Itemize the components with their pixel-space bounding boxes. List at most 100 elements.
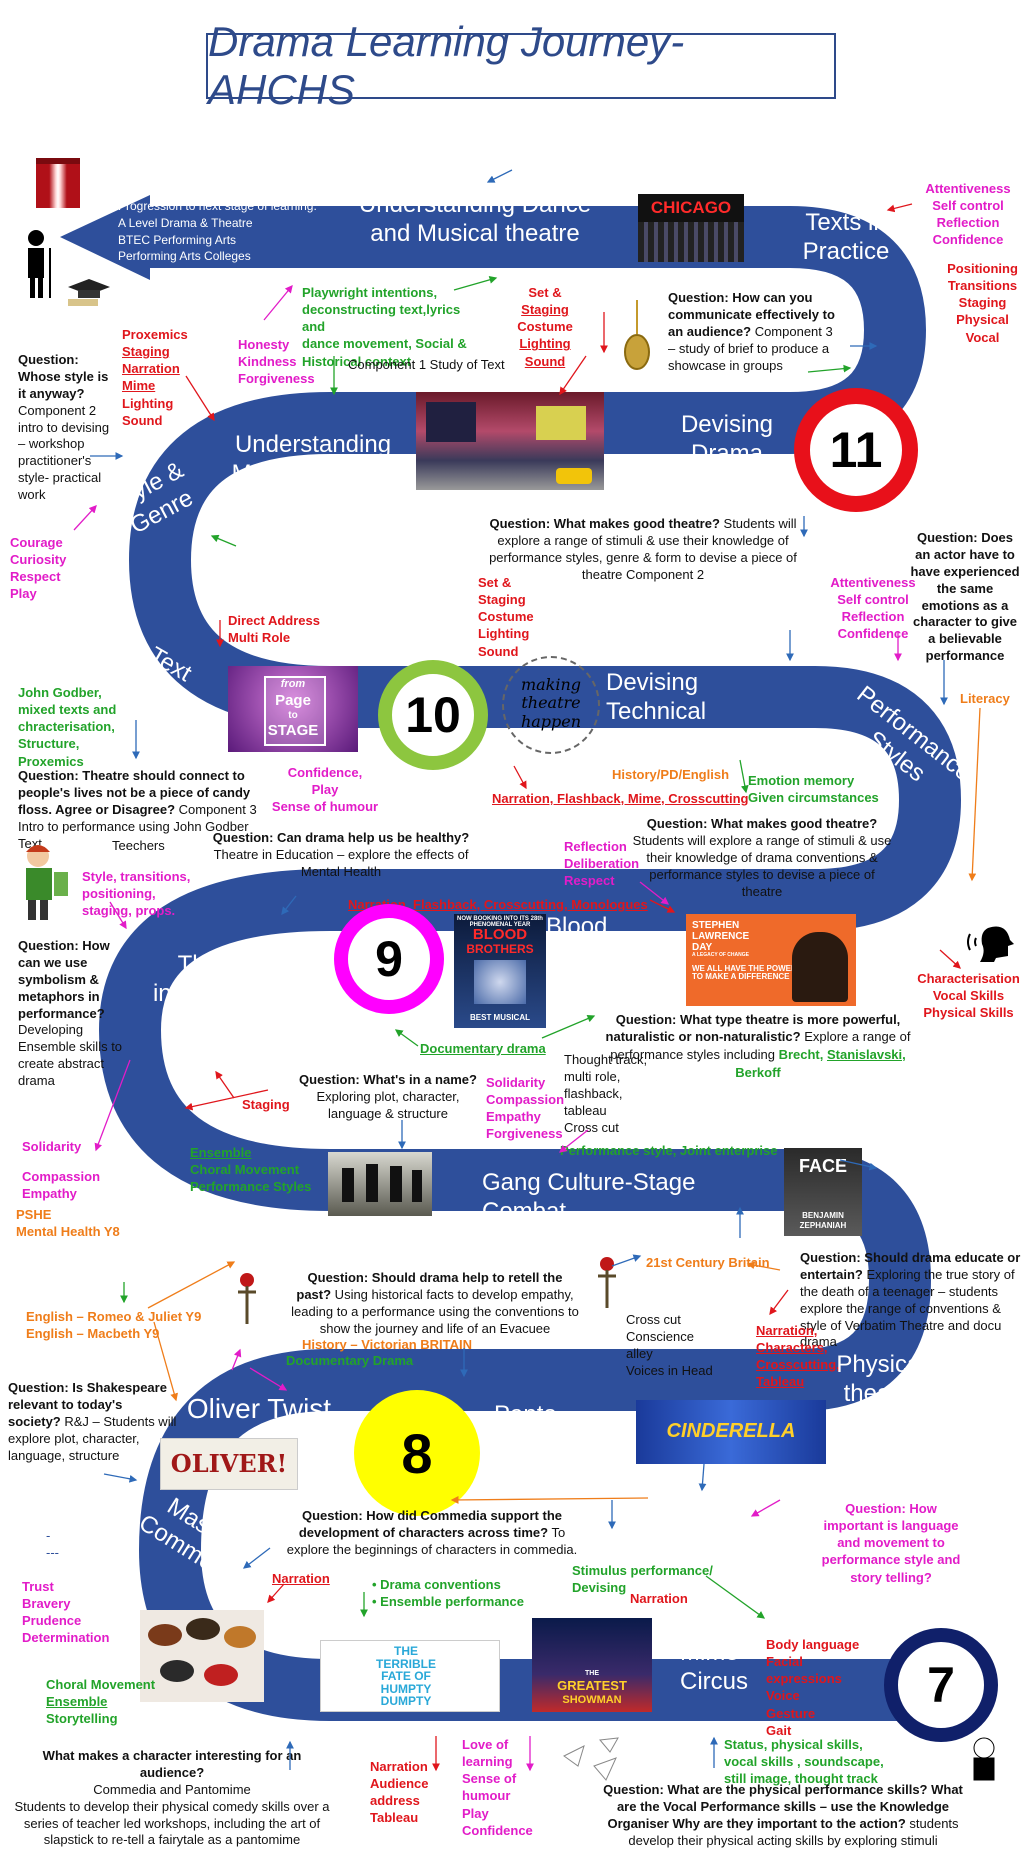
stage-oliver-twist: Oliver Twist <box>186 1393 332 1424</box>
question-interesting-character: What makes a character interesting for a… <box>14 1748 330 1848</box>
question-shakespeare: Question: Is Shakespeare relevant to tod… <box>8 1380 177 1463</box>
text-history-pd: History/PD/English <box>612 767 730 782</box>
question-language-movement: Question: How important is language and … <box>821 1501 961 1585</box>
face-book-cover: FACE BENJAMIN ZEPHANIAH <box>784 1148 862 1236</box>
commedia-masks-image <box>140 1610 264 1702</box>
road-arrowhead <box>60 195 150 280</box>
rose-dagger-icon-1 <box>232 1272 262 1328</box>
stage-panto-cinderella: Panto-Cinderella <box>494 1401 603 1458</box>
skills-narration-y9: Narration, Flashback, Crosscutting, Mono… <box>348 897 648 912</box>
question-retell-past: Question: Should drama help to retell th… <box>291 1270 579 1336</box>
text-component1: Component 1 Study of Text <box>348 357 505 372</box>
skills-staging: Staging <box>242 1097 290 1112</box>
year-8-badge: 8 <box>354 1390 480 1516</box>
pocket-watch-icon <box>622 300 652 372</box>
text-documentary-drama-2: Documentary Drama <box>286 1353 414 1368</box>
teacher-cartoon-icon <box>18 842 72 922</box>
cinderella-poster: CINDERELLA <box>636 1400 826 1464</box>
singer-icon <box>20 228 56 298</box>
text-documentary-drama: Documentary drama <box>420 1041 546 1056</box>
blood-brothers-poster: NOW BOOKING INTO ITS 28th PHENOMENAL YEA… <box>454 914 546 1028</box>
text-performance-style: Performance style, Joint enterprise <box>560 1143 778 1158</box>
text-literacy: Literacy <box>960 691 1010 706</box>
year-10-badge: 10 <box>378 660 488 770</box>
skills-narration-y10: Narration, Flashback, Mime, Crosscutting <box>492 791 749 806</box>
page-title: Drama Learning Journey- AHCHS <box>206 18 836 113</box>
speaking-head-icon <box>966 922 1016 962</box>
text-stimulus: Stimulus performance/Devising <box>572 1563 713 1596</box>
text-playwright: Playwright intentions,deconstructing tex… <box>302 285 467 369</box>
question-educate-entertain: Question: Should drama educate or entert… <box>800 1250 1021 1350</box>
text-styles-transitions: Style, transitions,positioning,staging, … <box>82 869 191 919</box>
progression-text: Progression to next stage of learning:A … <box>118 199 317 264</box>
text-teechers: Teechers <box>112 838 165 853</box>
road-y11-top <box>99 206 961 1721</box>
text-history-victorian: History – Victorian BRITAIN <box>302 1337 472 1352</box>
question-whats-in-a-name: Question: What's in a name? Exploring pl… <box>299 1072 477 1121</box>
question-actor-emotions: Question: Does an actor have to have exp… <box>910 530 1020 664</box>
question-whose-style: Question: Whose style is it anyway? Comp… <box>18 352 110 503</box>
graduation-cap-icon <box>66 277 112 307</box>
text-21st-century: 21st Century Britain <box>646 1255 770 1270</box>
question-healthy: Question: Can drama help us be healthy? … <box>212 830 470 879</box>
musical-theatre-street-image <box>416 392 604 490</box>
question-commedia: Question: How did Commedia support the d… <box>286 1508 578 1557</box>
values-solidarity-y8: Solidarity <box>22 1139 82 1154</box>
oliver-logo: OLIVER! <box>160 1438 298 1490</box>
chicago-poster-image: CHICAGO <box>638 194 744 262</box>
skills-narration-stimulus: Narration <box>630 1591 688 1606</box>
mime-artist-icon <box>964 1736 1004 1790</box>
question-physical-skills: Question: What are the physical performa… <box>603 1782 963 1848</box>
text-drama-conventions: • Drama conventions• Ensemble performanc… <box>372 1577 524 1610</box>
page-to-stage-image: from Page to STAGE <box>228 666 358 752</box>
text-status-skills: Status, physical skills,vocal skills , s… <box>724 1737 884 1787</box>
skills-narration-commedia: Narration <box>272 1571 330 1586</box>
skills-narration-characters: Narration, Characters,Crosscutting, Tabl… <box>756 1323 840 1390</box>
year-7-badge: 7 <box>884 1628 998 1742</box>
year-11-badge: 11 <box>794 388 918 512</box>
question-naturalistic: Question: What type theatre is more powe… <box>605 1012 911 1080</box>
origami-birds-icon <box>560 1736 630 1786</box>
question-good-theatre-2: Question: What makes good theatre? Stude… <box>632 816 892 899</box>
rose-dagger-icon-2 <box>592 1256 622 1312</box>
